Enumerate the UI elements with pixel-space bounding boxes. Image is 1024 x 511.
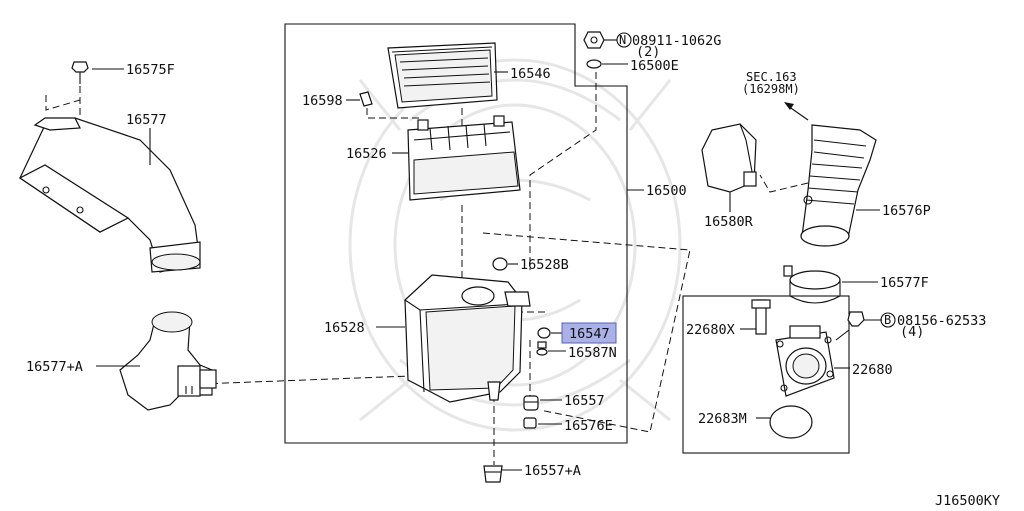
label-22683M[interactable]: 22683M	[698, 411, 747, 427]
label-08911-qty: (2)	[636, 44, 660, 60]
label-08156[interactable]: 08156-62533	[897, 313, 986, 329]
bolt-symbol-icon	[880, 312, 896, 328]
bolt-symbol-letter: B	[884, 313, 891, 327]
label-16576P[interactable]: 16576P	[882, 203, 931, 219]
valve-16557A-part[interactable]	[483, 465, 503, 483]
duct-16577-part[interactable]	[18, 117, 201, 273]
washer-16500E-part[interactable]	[586, 59, 602, 69]
valve-16557-part[interactable]	[523, 395, 539, 411]
label-16546[interactable]: 16546	[510, 66, 551, 82]
filter-16546-part[interactable]	[387, 42, 498, 109]
sensor-22680X-part[interactable]	[751, 299, 771, 335]
label-16547[interactable]: 16547	[569, 326, 610, 342]
nut-symbol-letter: N	[619, 33, 626, 47]
selected-part-highlight[interactable]	[561, 322, 617, 344]
clip-16598-part[interactable]	[359, 91, 373, 107]
label-16577[interactable]: 16577	[126, 112, 167, 128]
watermark-emblem	[348, 58, 682, 432]
lower-case-16528-part[interactable]	[404, 274, 531, 403]
arrow-icon	[784, 102, 809, 121]
label-16528B[interactable]: 16528B	[520, 257, 569, 273]
maf-22680-part[interactable]	[775, 325, 835, 397]
label-16575F[interactable]: 16575F	[126, 62, 175, 78]
sec163-ref: (16298M)	[742, 82, 800, 96]
resonator-16580R-part[interactable]	[701, 123, 757, 193]
hose-16576P-part[interactable]	[800, 124, 877, 247]
maf-box-frame	[682, 295, 850, 454]
label-08156-qty: (4)	[900, 324, 924, 340]
part-16587N[interactable]	[536, 341, 548, 356]
part-16547[interactable]	[537, 327, 551, 339]
label-16500[interactable]: 16500	[646, 183, 687, 199]
label-16577A[interactable]: 16577+A	[26, 359, 83, 375]
bolt-08156-part[interactable]	[847, 311, 865, 327]
clamp-16577F-part[interactable]	[783, 265, 841, 304]
label-16557A[interactable]: 16557+A	[524, 463, 581, 479]
label-16526[interactable]: 16526	[346, 146, 387, 162]
label-16580R[interactable]: 16580R	[704, 214, 754, 230]
label-16577F[interactable]: 16577F	[880, 275, 929, 291]
sec163-label[interactable]: SEC.163	[746, 70, 797, 84]
diagram-code: J16500KY	[935, 493, 1000, 509]
label-22680[interactable]: 22680	[852, 362, 893, 378]
nut-08911-part[interactable]	[583, 31, 605, 49]
label-16587N[interactable]: 16587N	[568, 345, 617, 361]
grommet-16528B-part[interactable]	[492, 257, 508, 271]
label-16598[interactable]: 16598	[302, 93, 343, 109]
assembly-16500-frame	[284, 23, 628, 444]
label-08911[interactable]: 08911-1062G	[632, 33, 721, 49]
clip-16576E-part[interactable]	[523, 417, 537, 429]
label-22680X[interactable]: 22680X	[686, 322, 735, 338]
label-16500E[interactable]: 16500E	[630, 58, 679, 74]
cover-16526-part[interactable]	[407, 115, 521, 201]
bolt-16575F-part[interactable]	[71, 61, 89, 84]
seal-22683M-part[interactable]	[769, 405, 813, 439]
label-16528[interactable]: 16528	[324, 320, 365, 336]
label-16576E[interactable]: 16576E	[564, 418, 613, 434]
elbow-16577A-part[interactable]	[119, 311, 217, 411]
leader-08156-to-maf	[835, 329, 850, 341]
label-16557[interactable]: 16557	[564, 393, 605, 409]
